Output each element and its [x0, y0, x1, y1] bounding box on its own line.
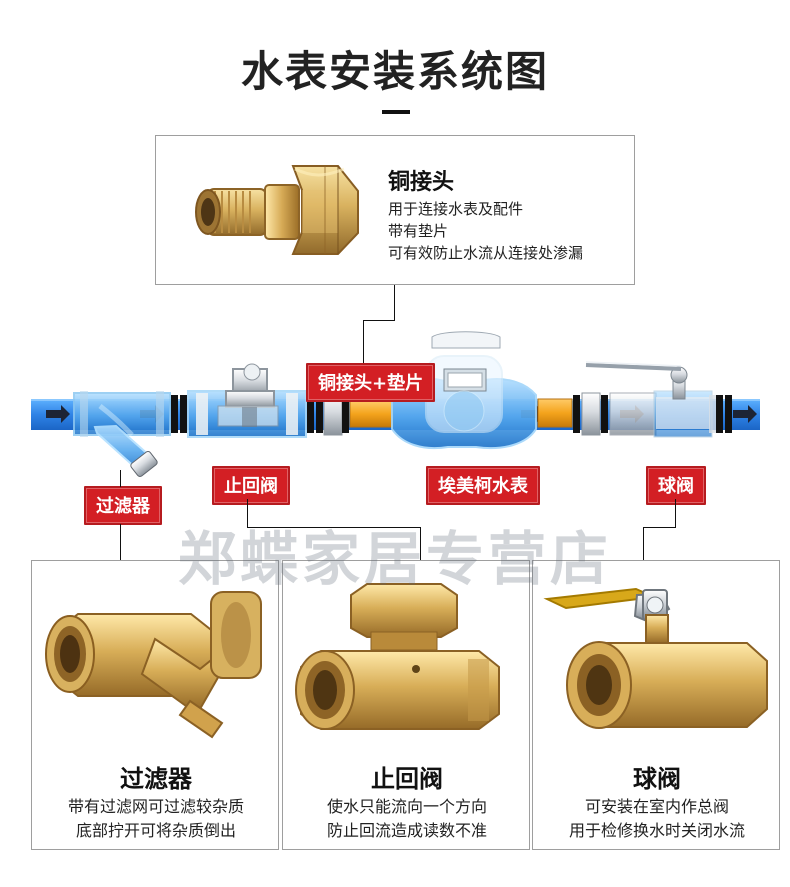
label-filter: 过滤器 [84, 486, 162, 525]
check-valve-connector-horizontal [247, 527, 420, 528]
title-underline [382, 110, 410, 114]
check-valve-connector-right [420, 527, 421, 560]
ball-valve-connector-vertical [675, 499, 676, 527]
flow-arrow-1 [46, 405, 70, 423]
filter-card-desc-2: 底部拧开可将杂质倒出 [75, 821, 236, 840]
top-connector-vertical [394, 285, 395, 320]
copper-joint-desc-1: 用于连接水表及配件 [388, 200, 524, 218]
check-valve-connector-left [247, 499, 248, 527]
check-valve-image [295, 583, 500, 730]
ball-valve-illustration [585, 361, 719, 438]
check-valve-illustration [187, 363, 307, 438]
page-title: 水表安装系统图 [240, 47, 549, 96]
water-pipeline-diagram [31, 331, 760, 477]
ball-valve-image [543, 587, 768, 729]
label-water-meter: 埃美柯水表 [426, 466, 540, 505]
ball-valve-card-title: 球阀 [633, 765, 681, 793]
copper-joint-image [195, 165, 359, 255]
copper-joint-desc-3: 可有效防止水流从连接处渗漏 [388, 244, 584, 262]
label-check-valve: 止回阀 [212, 466, 290, 505]
copper-joint-desc-2: 带有垫片 [388, 222, 449, 240]
filter-connector-bottom [120, 524, 121, 560]
filter-card: 过滤器 带有过滤网可过滤较杂质 底部拧开可将杂质倒出 [31, 560, 279, 850]
ball-valve-card-desc-1: 可安装在室内作总阀 [584, 797, 729, 816]
ball-valve-card: 球阀 可安装在室内作总阀 用于检修换水时关闭水流 [532, 560, 780, 850]
filter-illustration [73, 391, 171, 477]
label-ball-valve: 球阀 [646, 466, 706, 505]
flow-arrow-5 [733, 405, 757, 423]
check-valve-card-desc-1: 使水只能流向一个方向 [326, 797, 487, 816]
copper-joint-title: 铜接头 [388, 170, 455, 195]
ball-valve-connector-horizontal [643, 527, 676, 528]
filter-card-title: 过滤器 [120, 765, 192, 793]
copper-joint-card: 铜接头 用于连接水表及配件 带有垫片 可有效防止水流从连接处渗漏 [155, 135, 635, 285]
ball-valve-connector-drop [643, 527, 644, 560]
filter-image [45, 591, 262, 739]
top-connector-drop [363, 320, 364, 378]
check-valve-card-title: 止回阀 [371, 765, 443, 793]
filter-card-desc-1: 带有过滤网可过滤较杂质 [67, 797, 244, 816]
filter-connector-top [120, 470, 121, 487]
check-valve-card-desc-2: 防止回流造成读数不准 [326, 821, 487, 840]
label-copper-joint-gasket: 铜接头+垫片 [306, 363, 436, 402]
check-valve-card: 止回阀 使水只能流向一个方向 防止回流造成读数不准 [282, 560, 530, 850]
ball-valve-card-desc-2: 用于检修换水时关闭水流 [568, 821, 745, 840]
top-connector-horizontal [363, 320, 395, 321]
